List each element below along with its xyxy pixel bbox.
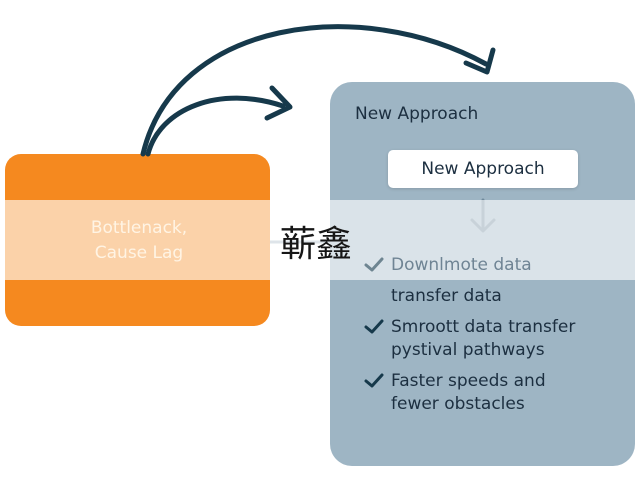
- check-icon: [364, 373, 384, 388]
- new-approach-button-label: New Approach: [421, 159, 545, 179]
- list-item-line1: Faster speeds and: [391, 371, 546, 391]
- list-item-line1: Smroott data transfer: [391, 317, 576, 337]
- check-icon: [364, 257, 384, 272]
- overlay-band: [0, 200, 640, 280]
- list-item-line2: pystival pathways: [391, 340, 545, 360]
- new-approach-button[interactable]: New Approach: [388, 150, 578, 188]
- list-item-line1: Downlmote data: [391, 255, 532, 275]
- bottleneck-label-line2: Cause Lag: [94, 243, 184, 263]
- check-icon: [364, 319, 384, 334]
- curved-arrow-icon: [145, 85, 293, 157]
- overlay-text: 蕲鑫: [280, 224, 353, 265]
- panel-title: New Approach: [355, 104, 479, 124]
- bottleneck-label: Bottlenack, Cause Lag: [30, 216, 248, 266]
- curved-arrow-icon: [140, 24, 496, 157]
- list-item-line2: fewer obstacles: [391, 394, 525, 414]
- bottleneck-label-line1: Bottlenack,: [90, 218, 188, 238]
- list-item-line2: transfer data: [391, 286, 502, 306]
